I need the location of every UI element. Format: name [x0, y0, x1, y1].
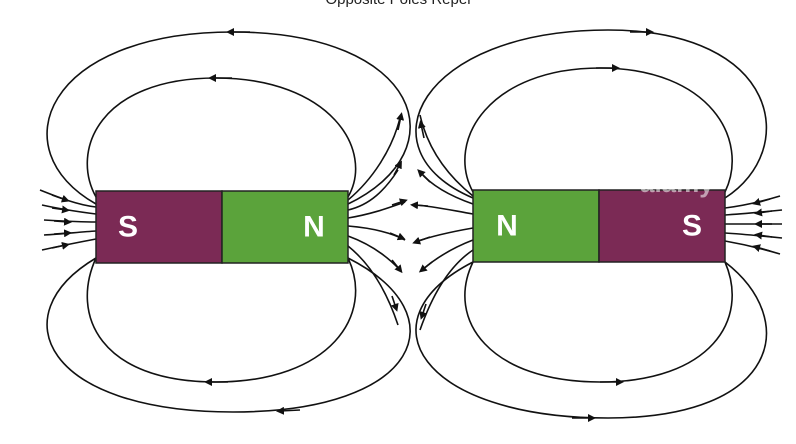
fan-in-line: [43, 230, 97, 236]
arrow-repel: [410, 201, 429, 210]
fan-in-line: [724, 232, 783, 239]
arrow-repel: [390, 295, 399, 312]
diagram-caption: Opposite Poles Repel: [0, 0, 796, 8]
arrow-bottom-outer-left: [276, 406, 301, 415]
arrow-repel: [393, 160, 402, 176]
repel-line: [347, 245, 399, 326]
arrow-fan-in: [754, 208, 773, 217]
watermark: alamy: [640, 168, 714, 198]
left-magnet-north-pole: [221, 190, 349, 264]
left-magnet-south-label: S: [118, 211, 138, 244]
field-line-outer-bottom-right: [415, 261, 768, 419]
right-magnet-south-pole: [598, 189, 726, 263]
arrow-repel: [396, 112, 405, 131]
arrow-fan-in: [754, 231, 773, 240]
right-magnet: N S: [472, 189, 726, 263]
arrow-fan-in: [53, 229, 72, 238]
arrow-fan-in: [51, 205, 70, 214]
arrow-repel: [391, 198, 408, 207]
field-line-inner-bottom-right: [464, 261, 733, 383]
repel-line: [419, 171, 474, 205]
repel-line: [347, 169, 399, 211]
field-line-outer-top-left: [46, 31, 411, 205]
left-magnet: S N: [95, 190, 349, 264]
arrow-repel: [418, 261, 433, 273]
right-magnet-north-pole: [472, 189, 600, 263]
arrow-repel: [417, 120, 426, 139]
left-magnet-field-lines: [39, 28, 411, 415]
field-line-inner-bottom-left: [86, 257, 357, 383]
fan-in-line: [724, 240, 781, 255]
arrow-repel: [412, 236, 431, 245]
left-magnet-north-label: N: [303, 211, 325, 244]
arrow-fan-in: [51, 241, 70, 250]
field-line-outer-top-right: [415, 29, 768, 199]
repel-line: [347, 201, 406, 219]
field-line-outer-bottom-left: [46, 257, 411, 413]
repel-line: [347, 225, 406, 241]
fan-in-line: [724, 209, 783, 216]
fan-in-line: [724, 195, 781, 209]
arrow-repel: [391, 259, 403, 274]
repel-line: [347, 117, 401, 201]
right-magnet-south-label: S: [682, 210, 702, 243]
arrow-fan-in: [752, 198, 771, 206]
arrow-repel: [389, 232, 406, 241]
arrow-fan-in: [752, 244, 771, 252]
fan-in-line: [43, 219, 97, 223]
arrow-fan-in: [53, 217, 72, 226]
arrow-repel: [419, 303, 428, 320]
arrow-repel: [417, 169, 431, 183]
arrow-fan-in: [51, 194, 70, 203]
right-magnet-field-lines: [410, 28, 783, 422]
field-line-inner-top-left: [86, 77, 357, 198]
fan-in-line: [41, 238, 97, 251]
left-magnet-south-pole: [95, 190, 223, 264]
right-magnet-north-label: N: [496, 210, 518, 243]
